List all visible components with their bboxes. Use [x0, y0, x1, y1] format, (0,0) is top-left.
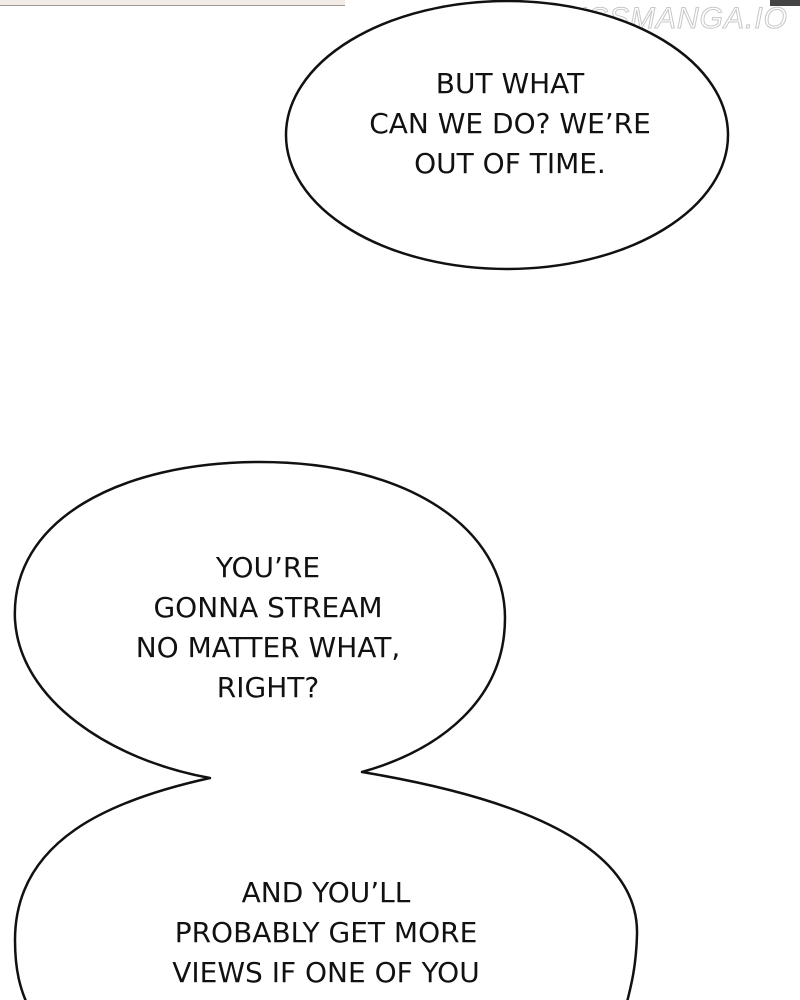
speech-line: CAN WE DO? WE’RE: [369, 107, 651, 140]
speech-line: VIEWS IF ONE OF YOU: [172, 956, 480, 989]
speech-line: OUT OF TIME.: [414, 147, 606, 180]
speech-bubble-1: [284, 0, 730, 271]
speech-text-3: AND YOU’LL PROBABLY GET MORE VIEWS IF ON…: [126, 873, 526, 993]
speech-line: GONNA STREAM: [153, 591, 383, 624]
speech-bubble-2-3: [13, 460, 639, 1000]
speech-line: BUT WHAT: [435, 67, 585, 100]
speech-text-2: YOU’RE GONNA STREAM NO MATTER WHAT, RIGH…: [68, 548, 468, 708]
previous-panel-corner: [770, 0, 800, 6]
previous-panel-edge: [0, 0, 800, 6]
speech-line: RIGHT?: [216, 671, 320, 704]
speech-line: YOU’RE: [215, 551, 321, 584]
speech-line: NO MATTER WHAT,: [135, 631, 401, 664]
speech-text-1: BUT WHAT CAN WE DO? WE’RE OUT OF TIME.: [310, 64, 710, 184]
previous-panel-fill: [0, 0, 345, 6]
speech-line: AND YOU’LL: [241, 876, 411, 909]
speech-line: PROBABLY GET MORE: [174, 916, 478, 949]
